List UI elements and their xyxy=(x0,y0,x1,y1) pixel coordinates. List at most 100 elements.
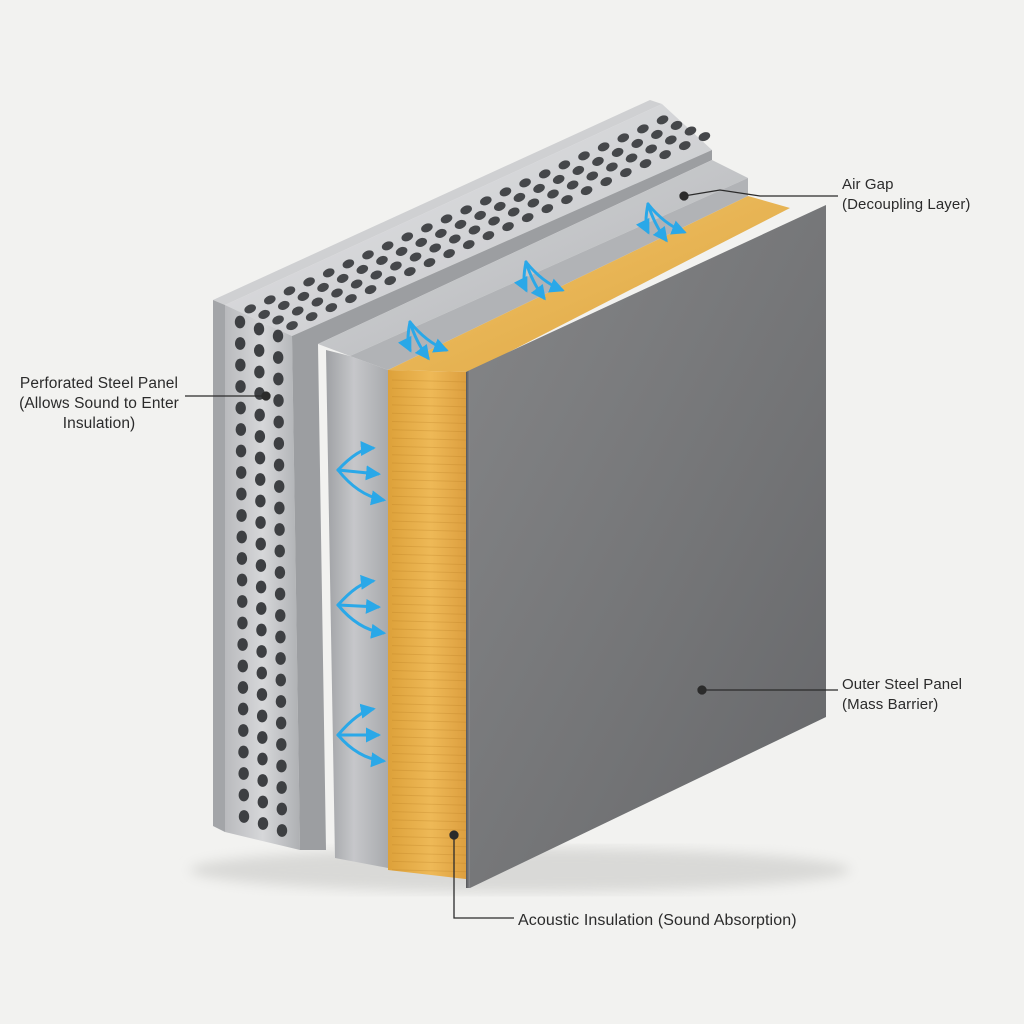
perforation-hole xyxy=(538,169,551,179)
sound-arrow xyxy=(408,320,449,353)
perforation-hole xyxy=(236,530,247,544)
perforation-hole xyxy=(580,186,593,196)
perforation-hole xyxy=(283,286,296,296)
perforation-hole xyxy=(253,344,265,357)
perforation-hole xyxy=(286,321,298,331)
perforation-hole xyxy=(238,767,249,780)
perforation-hole xyxy=(274,566,286,579)
fiber-line xyxy=(391,595,469,599)
fiber-line xyxy=(391,628,469,632)
perforation-hole xyxy=(440,214,453,224)
perforation-hole xyxy=(527,198,540,208)
sound-arrow xyxy=(336,465,381,481)
perforation-hole xyxy=(235,423,247,436)
perforation-hole xyxy=(684,126,697,136)
perforation-hole xyxy=(256,602,267,615)
sound-arrow xyxy=(336,733,387,768)
perforation-hole xyxy=(611,147,624,157)
perforated-front-holes xyxy=(234,315,288,837)
perforation-hole xyxy=(429,243,441,253)
air-gap-channel-front xyxy=(326,350,388,868)
fiber-line xyxy=(391,454,469,458)
fiber-line xyxy=(391,445,469,449)
perforation-hole xyxy=(376,255,388,265)
perforation-hole xyxy=(541,204,554,214)
perforation-hole xyxy=(474,210,486,220)
perforation-hole xyxy=(274,480,285,493)
leader-dot-perforated xyxy=(261,391,271,401)
perforation-hole xyxy=(322,268,335,278)
perforation-hole xyxy=(586,171,599,181)
perforation-hole xyxy=(291,306,304,316)
perforation-hole xyxy=(625,153,638,163)
fiber-line xyxy=(391,670,469,673)
perforation-hole xyxy=(236,573,248,587)
perforation-hole xyxy=(255,537,266,551)
perforation-hole xyxy=(592,156,604,166)
sound-arrow xyxy=(635,202,650,235)
leader-dot-acoustic xyxy=(449,830,459,840)
leader-dot-outer-panel xyxy=(697,685,707,695)
fiber-line xyxy=(391,869,469,873)
perforation-hole xyxy=(631,138,644,148)
perforation-hole xyxy=(273,437,285,450)
perforation-hole xyxy=(237,595,248,608)
perforation-hole xyxy=(521,213,534,223)
perforation-hole xyxy=(244,304,256,314)
leader-dot-air-gap xyxy=(679,191,689,201)
perforation-hole xyxy=(678,141,691,151)
perforation-hole xyxy=(273,415,284,429)
perforation-hole xyxy=(273,372,284,386)
perforation-hole xyxy=(317,282,329,292)
perforation-hole xyxy=(238,788,250,802)
fiber-line xyxy=(391,711,469,715)
fiber-line xyxy=(391,694,469,698)
fiber-line xyxy=(391,811,469,815)
sound-arrow xyxy=(336,468,387,506)
perforation-hole xyxy=(255,516,266,529)
fiber-line xyxy=(391,719,469,723)
fiber-line xyxy=(391,686,469,690)
perforation-hole xyxy=(499,187,512,197)
fiber-line xyxy=(391,479,469,483)
perforation-hole xyxy=(255,580,267,594)
perforation-hole xyxy=(276,781,287,794)
perforation-hole xyxy=(552,174,565,184)
perforation-hole xyxy=(256,709,268,723)
fiber-line xyxy=(391,528,469,532)
perforation-hole xyxy=(698,132,711,142)
fiber-line xyxy=(391,553,469,557)
label-air-gap-line2: (Decoupling Layer) xyxy=(842,196,971,213)
sound-arrow xyxy=(646,202,687,235)
fiber-line xyxy=(391,520,469,524)
fiber-line xyxy=(391,462,469,466)
perforation-hole xyxy=(637,124,649,134)
perforation-hole xyxy=(254,430,266,443)
perforation-hole xyxy=(370,270,383,280)
perforation-hole xyxy=(272,329,284,343)
fiber-line xyxy=(391,537,469,541)
perforation-hole xyxy=(364,285,377,295)
perforation-hole xyxy=(275,716,287,730)
fiber-line xyxy=(391,545,469,549)
perforation-hole xyxy=(390,261,402,271)
leader-lines xyxy=(185,189,838,919)
perforation-hole xyxy=(264,295,276,305)
perforation-hole xyxy=(421,223,433,233)
perforation-hole xyxy=(533,183,545,193)
perforation-hole xyxy=(234,315,246,329)
perforation-hole xyxy=(254,365,265,379)
perforation-hole xyxy=(507,207,520,217)
perforation-hole xyxy=(342,259,355,269)
perforation-hole xyxy=(572,165,585,175)
sound-arrow xyxy=(336,574,376,607)
fiber-line xyxy=(391,429,469,433)
perforation-hole xyxy=(254,408,265,422)
label-acoustic-line1: Acoustic Insulation (Sound Absorption) xyxy=(518,912,797,929)
perforation-hole xyxy=(480,196,492,206)
fiber-line xyxy=(391,736,469,740)
perforation-hole xyxy=(275,695,287,708)
perforation-hole xyxy=(257,817,269,830)
sound-arrow xyxy=(336,441,376,472)
